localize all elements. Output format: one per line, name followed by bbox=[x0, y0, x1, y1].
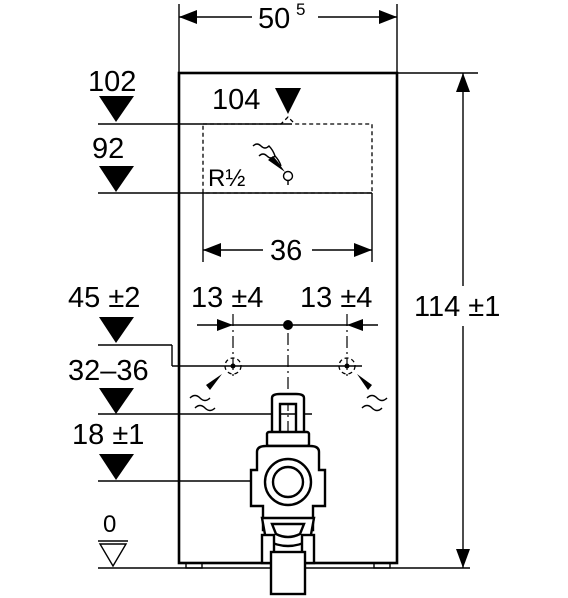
level-32-36-marker: 32–36 bbox=[68, 355, 312, 415]
level-92-arrow bbox=[99, 166, 134, 192]
level-104-arrow bbox=[275, 88, 301, 114]
height-label: 114 ±1 bbox=[414, 291, 500, 323]
level-0-arrow bbox=[98, 543, 128, 568]
level-102-label: 102 bbox=[88, 66, 136, 98]
level-102-marker: 102 bbox=[88, 66, 292, 125]
level-102-arrow bbox=[99, 96, 134, 122]
offset-right-label: 13 ±4 bbox=[300, 282, 372, 314]
level-32-36-label: 32–36 bbox=[68, 355, 149, 387]
supply-connection-right bbox=[338, 357, 388, 412]
offset-dimensions: 13 ±4 13 ±4 bbox=[191, 282, 378, 378]
span-36-label: 36 bbox=[270, 235, 302, 267]
level-45-marker: 45 ±2 bbox=[68, 282, 362, 367]
level-18-marker: 18 ±1 bbox=[72, 419, 325, 482]
level-92-label: 92 bbox=[92, 133, 124, 165]
level-0-label: 0 bbox=[103, 511, 116, 538]
offset-left-label: 13 ±4 bbox=[191, 282, 263, 314]
level-18-arrow bbox=[99, 454, 134, 480]
width-dimension: 50 5 bbox=[178, 0, 398, 73]
thread-label: R½ bbox=[208, 165, 245, 192]
drain-assembly bbox=[249, 392, 327, 596]
span-36-dimension: 36 bbox=[202, 193, 373, 267]
width-superscript: 5 bbox=[296, 0, 305, 19]
width-label: 50 bbox=[258, 3, 290, 35]
center-point bbox=[283, 320, 293, 330]
foot-right bbox=[373, 562, 391, 569]
level-32-36-arrow bbox=[99, 388, 134, 414]
supply-connection-left bbox=[189, 357, 242, 412]
level-45-arrow bbox=[99, 317, 134, 343]
height-dimension: 114 ±1 bbox=[397, 72, 500, 568]
cistern-outline bbox=[202, 116, 373, 194]
level-104-label: 104 bbox=[212, 84, 260, 116]
level-104-marker: 104 bbox=[212, 84, 301, 116]
level-45-label: 45 ±2 bbox=[68, 282, 140, 314]
level-0-marker: 0 bbox=[98, 511, 128, 568]
foot-left bbox=[185, 562, 203, 569]
level-18-label: 18 ±1 bbox=[72, 419, 144, 451]
water-inlet-icon bbox=[252, 143, 294, 185]
